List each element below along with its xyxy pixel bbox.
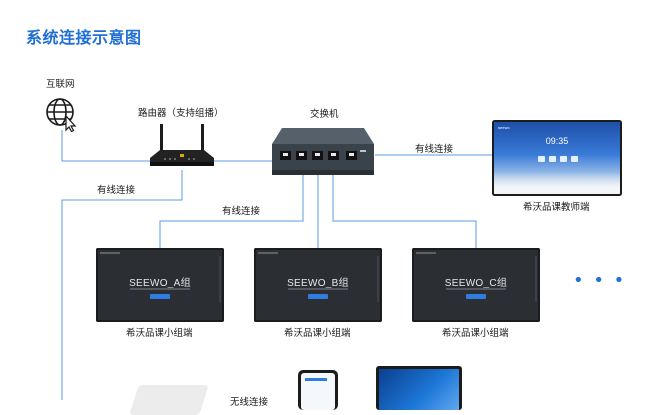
link-label-switch-teacher: 有线连接	[415, 144, 454, 155]
wireless-router-device	[129, 385, 209, 415]
group-c-join-button	[466, 294, 486, 299]
group-c-name: SEEWO_C组	[444, 278, 508, 289]
more-groups-ellipsis: • • •	[573, 270, 627, 291]
globe-icon	[46, 98, 77, 132]
phone-device	[298, 370, 338, 410]
group-b-name: SEEWO_B组	[287, 278, 349, 289]
laptop-device	[376, 366, 462, 410]
line-internet-router	[61, 130, 150, 162]
group-a-join-button	[150, 294, 170, 299]
internet-label: 互联网	[46, 79, 75, 90]
router-icon	[150, 124, 214, 166]
group-c-label: 希沃品课小组端	[442, 328, 509, 339]
switch-icon	[272, 128, 374, 175]
group-b-join-button	[308, 294, 328, 299]
link-label-router-down: 有线连接	[97, 185, 136, 196]
router-label: 路由器（支持组播）	[138, 108, 224, 119]
teacher-label: 希沃品课教师端	[523, 202, 590, 213]
teacher-brand: seewo	[498, 125, 510, 130]
line-switch-group-a	[159, 175, 304, 248]
group-b-label: 希沃品课小组端	[284, 328, 351, 339]
group-a-label: 希沃品课小组端	[126, 328, 193, 339]
switch-label: 交换机	[310, 109, 339, 120]
teacher-wallpaper-mountain	[494, 172, 620, 194]
group-a-screen: SEEWO_A组	[96, 248, 224, 322]
teacher-terminal-screen: seewo 09:35	[494, 122, 620, 194]
group-b-screen: SEEWO_B组	[254, 248, 382, 322]
group-a-name: SEEWO_A组	[129, 278, 191, 289]
teacher-app-icons	[538, 156, 578, 162]
connection-lines	[61, 130, 494, 400]
line-switch-group-c	[332, 175, 477, 248]
diagram-title: 系统连接示意图	[26, 28, 142, 47]
link-label-switch-groups: 有线连接	[222, 206, 261, 217]
group-c-screen: SEEWO_C组	[412, 248, 540, 322]
line-router-down	[61, 170, 183, 400]
link-label-wireless: 无线连接	[230, 397, 269, 408]
teacher-clock: 09:35	[545, 136, 569, 146]
